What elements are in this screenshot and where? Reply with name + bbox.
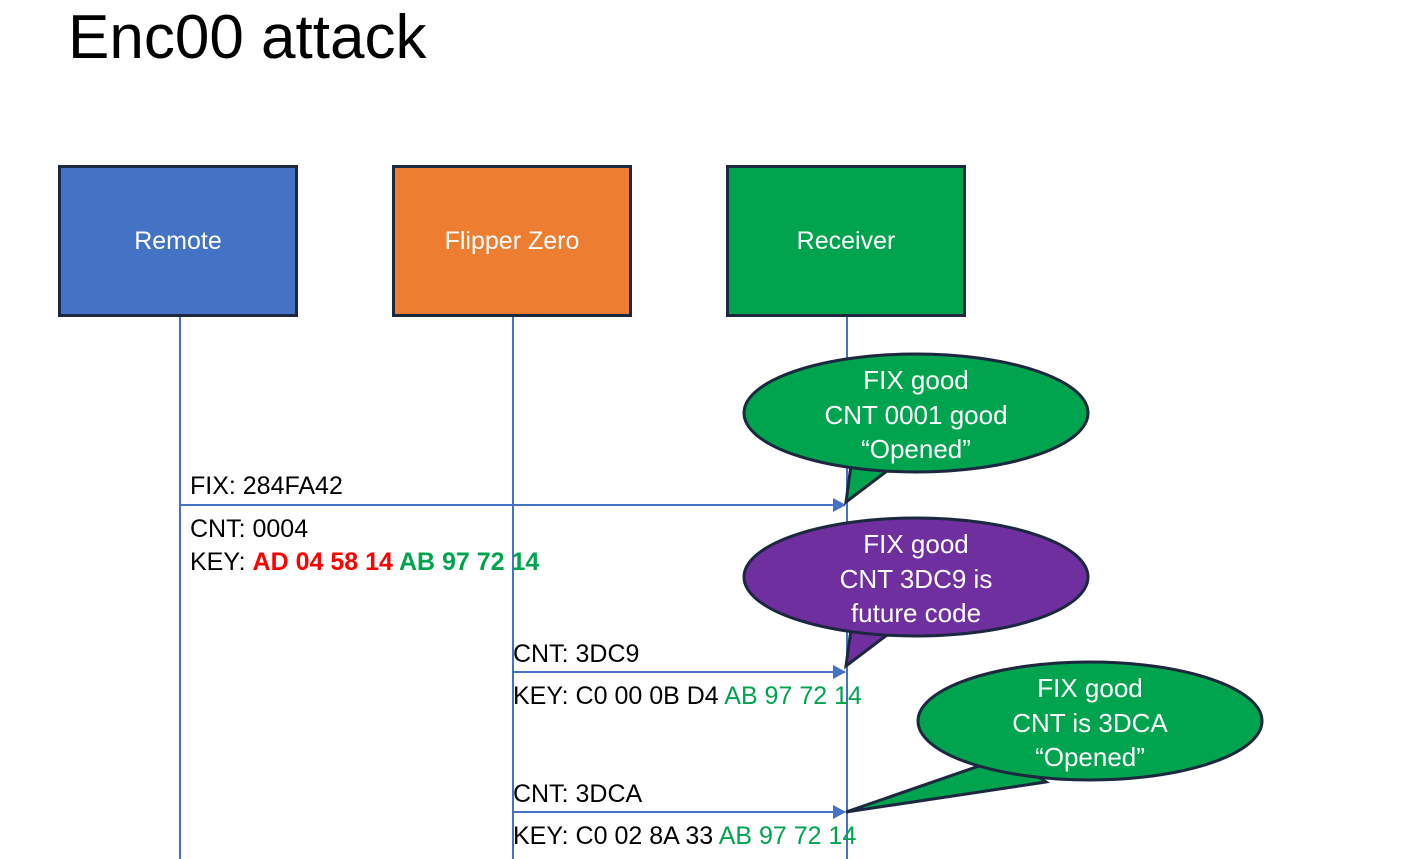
actor-box-remote[interactable]: Remote: [58, 165, 298, 317]
page-title: Enc00 attack: [68, 3, 427, 72]
lifeline-flipper: [512, 317, 514, 859]
actor-box-flipper[interactable]: Flipper Zero: [392, 165, 632, 317]
callout-bubble-1: FIX good CNT 0001 good “Opened”: [742, 352, 1090, 507]
callout-1-line-1: FIX good: [863, 365, 969, 395]
callout-2-body: [742, 516, 1090, 638]
callout-3-line-3: “Opened”: [1035, 742, 1145, 773]
message-2-key-prefix: KEY:: [513, 682, 576, 710]
actor-label-remote: Remote: [134, 227, 222, 255]
lifeline-remote: [179, 317, 181, 859]
message-2-key-segment-green: AB 97 72 14: [724, 682, 862, 710]
message-1-line-key: KEY: AD 04 58 14 AB 97 72 14: [190, 546, 539, 579]
message-2-key-segment-black: C0 00 0B D4: [575, 682, 725, 710]
message-1-cnt-value: 0004: [252, 515, 309, 543]
callout-1-text: FIX good CNT 0001 good “Opened”: [742, 363, 1090, 467]
callout-2-line-2: CNT 3DC9 is: [839, 563, 993, 594]
callout-3-line-2: CNT is 3DCA: [1012, 707, 1168, 738]
callout-3-text: FIX good CNT is 3DCA “Opened”: [916, 671, 1264, 775]
callout-2-text: FIX good CNT 3DC9 is future code: [742, 527, 1090, 631]
message-1-key-segment-green: AB 97 72 14: [398, 548, 540, 576]
callout-1-body: [742, 352, 1090, 474]
callout-1-line-2: CNT 0001 good: [824, 399, 1008, 430]
callout-1-shape: [742, 352, 1090, 506]
message-3-key-segment-black: C0 02 8A 33: [575, 822, 719, 850]
message-arrow-1: [180, 498, 846, 512]
callout-bubble-3: FIX good CNT is 3DCA “Opened”: [845, 660, 1264, 820]
callout-3-body: [916, 660, 1264, 782]
message-1-below-text: CNT: 0004 KEY: AD 04 58 14 AB 97 72 14: [190, 513, 539, 579]
actor-label-receiver: Receiver: [796, 227, 896, 255]
callout-2-line-3: future code: [850, 598, 982, 629]
callout-2-line-1: FIX good: [863, 529, 969, 559]
message-3-key-segment-green: AB 97 72 14: [718, 822, 857, 850]
message-1-line-cnt: CNT: 0004: [190, 513, 539, 546]
message-3-line-key: KEY: C0 02 8A 33 AB 97 72 14: [513, 820, 856, 853]
callout-1-line-3: “Opened”: [861, 434, 971, 465]
message-3-below-text: KEY: C0 02 8A 33 AB 97 72 14: [513, 820, 856, 853]
actor-box-receiver[interactable]: Receiver: [726, 165, 966, 317]
callout-3-line-1: FIX good: [1037, 673, 1143, 703]
message-1-cnt-prefix: CNT:: [190, 515, 253, 543]
actor-label-flipper: Flipper Zero: [444, 227, 580, 255]
message-2-above-label: CNT: 3DC9: [513, 640, 640, 668]
message-2-line-key: KEY: C0 00 0B D4 AB 97 72 14: [513, 680, 862, 713]
message-3-above-label: CNT: 3DCA: [513, 780, 643, 808]
message-2-below-text: KEY: C0 00 0B D4 AB 97 72 14: [513, 680, 862, 713]
message-1-above-label: FIX: 284FA42: [190, 472, 343, 500]
callout-2-shape: [742, 516, 1090, 670]
message-arrow-3: [513, 805, 846, 819]
message-1-key-prefix: KEY:: [190, 548, 253, 576]
message-3-key-prefix: KEY:: [513, 822, 576, 850]
callout-3-shape: [845, 660, 1264, 814]
message-1-key-segment-red: AD 04 58 14: [252, 548, 399, 576]
message-arrow-2: [513, 665, 846, 679]
callout-bubble-2: FIX good CNT 3DC9 is future code: [742, 516, 1090, 671]
